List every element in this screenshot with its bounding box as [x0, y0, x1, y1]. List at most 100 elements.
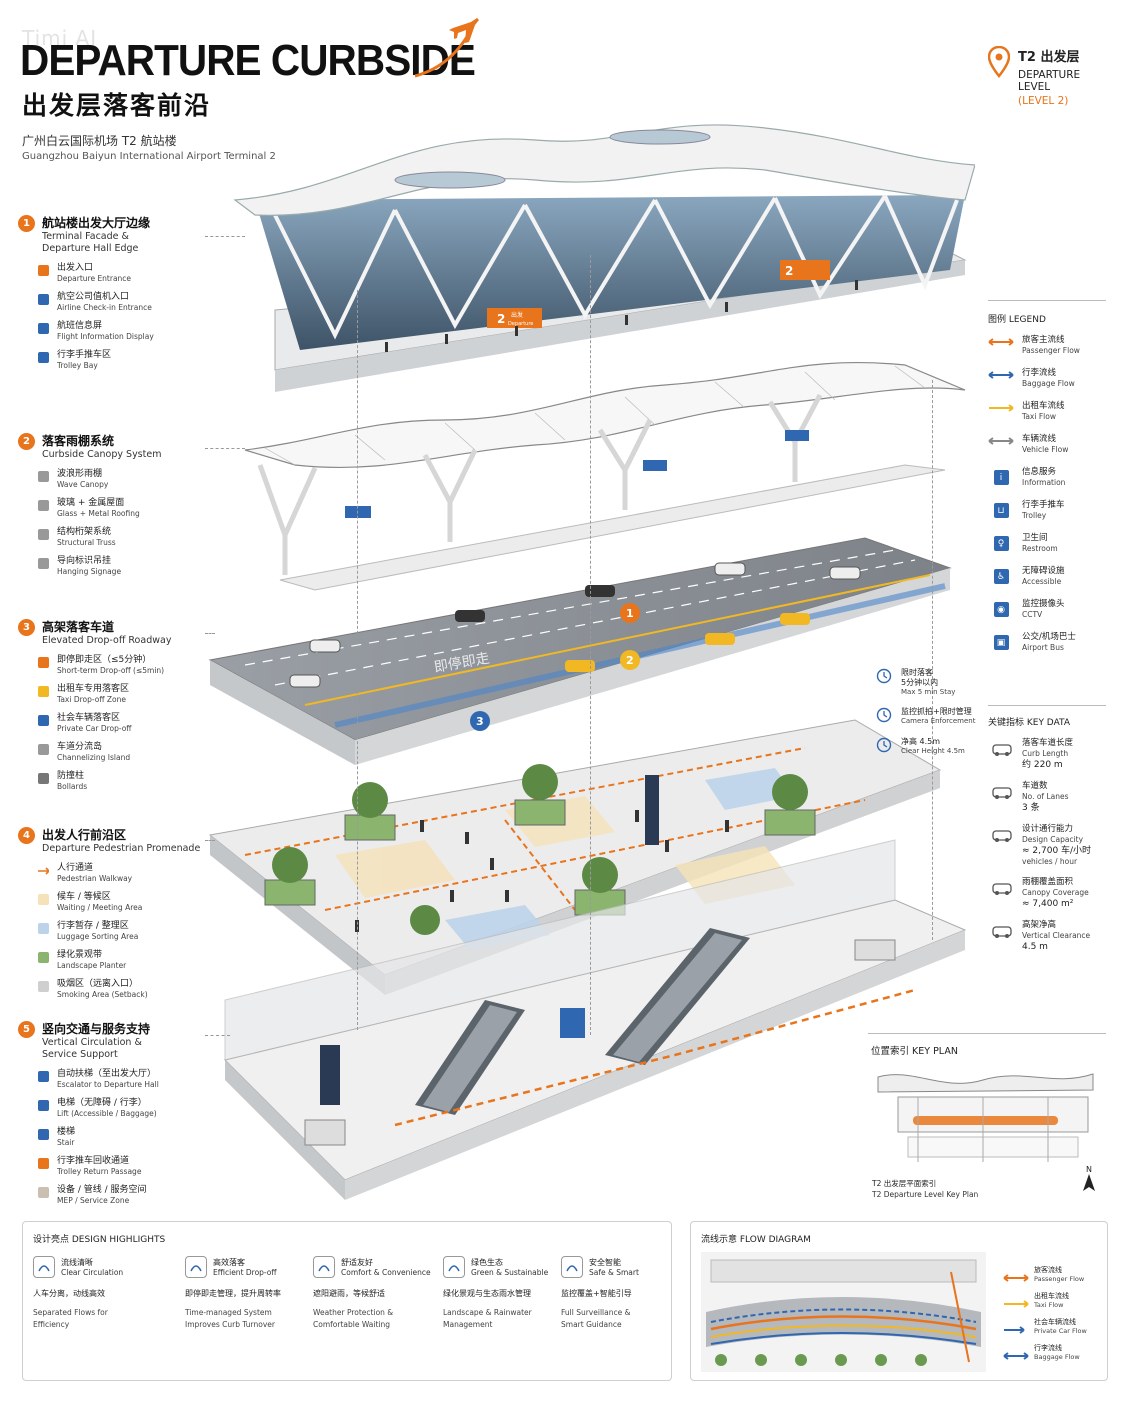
highlight-subtitle: 即停即走管理，提升周转率	[185, 1289, 281, 1298]
divider	[988, 300, 1106, 301]
key-data-label-en: Curb Length	[1022, 749, 1069, 758]
item-label-en: Pedestrian Walkway	[57, 874, 133, 883]
item-label-en: Channelizing Island	[57, 753, 131, 762]
highlight-title-en: Clear Circulation	[61, 1268, 124, 1277]
highlight-desc-2: Management	[443, 1320, 493, 1329]
info-icon: i	[988, 470, 1014, 485]
bus-icon: ▣	[988, 635, 1014, 650]
section-header: 3 高架落客车道 Elevated Drop-off Roadway	[18, 618, 218, 647]
legend-item: 车辆流线 Vehicle Flow	[988, 434, 1106, 467]
highlight-item: 高效落客 Efficient Drop-off 即停即走管理，提升周转率 Tim…	[185, 1256, 315, 1331]
flow-legend-item: 社会车辆流线 Private Car Flow	[1003, 1318, 1103, 1338]
watermark: Timi AI	[22, 26, 98, 50]
highlight-item: 舒适友好 Comfort & Convenience 遮阳避雨，等候舒适 Wea…	[313, 1256, 443, 1331]
section-title-en: Terminal Facade &	[42, 231, 129, 242]
item-label-cn: 航班信息屏	[57, 321, 103, 331]
trolley-return-icon	[38, 1158, 49, 1169]
exploded-axonometric-illustration: 2 出发 Departure 2	[208, 124, 975, 1200]
item-label-cn: 即停即走区（≤5分钟）	[57, 655, 152, 665]
highlight-subtitle: 监控覆盖+智能引导	[561, 1289, 632, 1298]
item-label-en: Landscape Planter	[57, 961, 127, 970]
highlight-title-en: Green & Sustainable	[471, 1268, 549, 1277]
clearance-icon	[988, 920, 1016, 953]
section-3: 3 高架落客车道 Elevated Drop-off Roadway 即停即走区…	[18, 618, 218, 792]
item-label-cn: 人行通道	[57, 863, 94, 873]
leader-line	[205, 236, 245, 237]
design-highlights-panel: 设计亮点 DESIGN HIGHLIGHTS 流线清晰 Clear Circul…	[22, 1221, 672, 1381]
key-data-label-en: No. of Lanes	[1022, 792, 1069, 801]
leader-line	[205, 1035, 230, 1036]
legend-label-cn: 旅客主流线	[1022, 335, 1065, 345]
section-1: 1 航站楼出发大厅边缘 Terminal Facade & Departure …	[18, 214, 218, 371]
taxi-flow-icon	[1003, 1293, 1029, 1312]
section-item: 候车 / 等候区 Waiting / Meeting Area	[38, 892, 218, 913]
section-item: 设备 / 管线 / 服务空间 MEP / Service Zone	[38, 1185, 218, 1206]
section-number: 2	[18, 433, 35, 450]
section-title-cn: 出发人行前沿区	[42, 828, 127, 842]
timer-icon	[876, 668, 894, 697]
leader-line	[205, 448, 245, 449]
highlight-desc-1: Weather Protection &	[313, 1308, 394, 1317]
section-item: 波浪形雨棚 Wave Canopy	[38, 469, 218, 490]
key-data-label-cn: 高架净高	[1022, 920, 1057, 930]
key-data-label-en: Canopy Coverage	[1022, 888, 1089, 897]
highlight-item: 安全智能 Safe & Smart 监控覆盖+智能引导 Full Surveil…	[561, 1256, 691, 1331]
key-data-item: 高架净高 Vertical Clearance 4.5 m	[988, 920, 1106, 953]
item-label-cn: 波浪形雨棚	[57, 469, 103, 479]
highlight-desc-2: Efficiency	[33, 1320, 70, 1329]
item-label-en: Departure Entrance	[57, 274, 132, 283]
flow-legend-item: 旅客流线 Passenger Flow	[1003, 1266, 1103, 1286]
item-label-cn: 导向标识吊挂	[57, 556, 112, 566]
key-plan-title: 位置索引 KEY PLAN	[871, 1046, 958, 1057]
key-data-value: 4.5 m	[1022, 942, 1048, 952]
section-title-cn: 航站楼出发大厅边缘	[42, 216, 151, 230]
item-label-cn: 候车 / 等候区	[57, 892, 111, 902]
legend-title: 图例 LEGEND	[988, 315, 1046, 325]
escalator-icon	[38, 1071, 49, 1082]
highlight-desc-1: Separated Flows for	[33, 1308, 108, 1317]
highlight-desc-1: Time-managed System	[185, 1308, 272, 1317]
legend-label-cn: 无障碍设施	[1022, 566, 1065, 576]
leader-line	[932, 380, 933, 940]
item-label-en: Private Car Drop-off	[57, 724, 132, 733]
item-label-cn: 出发入口	[57, 263, 94, 273]
divider	[988, 705, 1106, 706]
key-data-item: 落客车道长度 Curb Length 约 220 m	[988, 738, 1106, 771]
key-data-value: 约 220 m	[1022, 760, 1063, 770]
item-label-en: Structural Truss	[57, 538, 116, 547]
legend-label-en: Restroom	[1022, 544, 1058, 553]
section-item: 防撞柱 Bollards	[38, 771, 218, 792]
item-label-cn: 车道分流岛	[57, 742, 103, 752]
item-label-en: Waiting / Meeting Area	[57, 903, 143, 912]
flow-label-en: Baggage Flow	[1034, 1353, 1080, 1361]
legend-label-cn: 行李手推车	[1022, 500, 1065, 510]
item-label-cn: 绿化景观带	[57, 950, 103, 960]
canopy-system	[244, 361, 966, 591]
section-number: 1	[18, 215, 35, 232]
section-item: 出发入口 Departure Entrance	[38, 263, 218, 284]
airplane-logo-icon	[414, 18, 479, 78]
marker-label-1: 1	[626, 607, 634, 620]
terminal-building: 2 出发 Departure 2	[233, 124, 975, 392]
smoking-area-icon	[38, 981, 49, 992]
highlight-desc-2: Smart Guidance	[561, 1320, 622, 1329]
key-data: 关键指标 KEY DATA 落客车道长度 Curb Length 约 220 m…	[988, 715, 1106, 953]
highlight-title-en: Efficient Drop-off	[213, 1268, 277, 1277]
section-title-en: Vertical Circulation &	[42, 1037, 142, 1048]
legend-item: 旅客主流线 Passenger Flow	[988, 335, 1106, 368]
item-label-en: MEP / Service Zone	[57, 1196, 130, 1205]
item-label-cn: 楼梯	[57, 1127, 76, 1137]
island-icon	[38, 744, 49, 755]
section-item: 人行通道 Pedestrian Walkway	[38, 863, 218, 884]
mep-icon	[38, 1187, 49, 1198]
section-item: 出租车专用落客区 Taxi Drop-off Zone	[38, 684, 218, 705]
item-label-en: Trolley Return Passage	[57, 1167, 142, 1176]
roadway-marker-2: 2	[620, 650, 640, 670]
marker-label-3: 3	[476, 715, 484, 728]
flow-label-cn: 行李流线	[1034, 1344, 1062, 1352]
glass-roof-icon	[38, 500, 49, 511]
section-title-cn: 落客雨棚系统	[42, 434, 115, 448]
legend-label-en: Information	[1022, 478, 1066, 487]
highlight-item: 流线清晰 Clear Circulation 人车分离，动线高效 Separat…	[33, 1256, 163, 1331]
taxi-icon	[38, 686, 49, 697]
